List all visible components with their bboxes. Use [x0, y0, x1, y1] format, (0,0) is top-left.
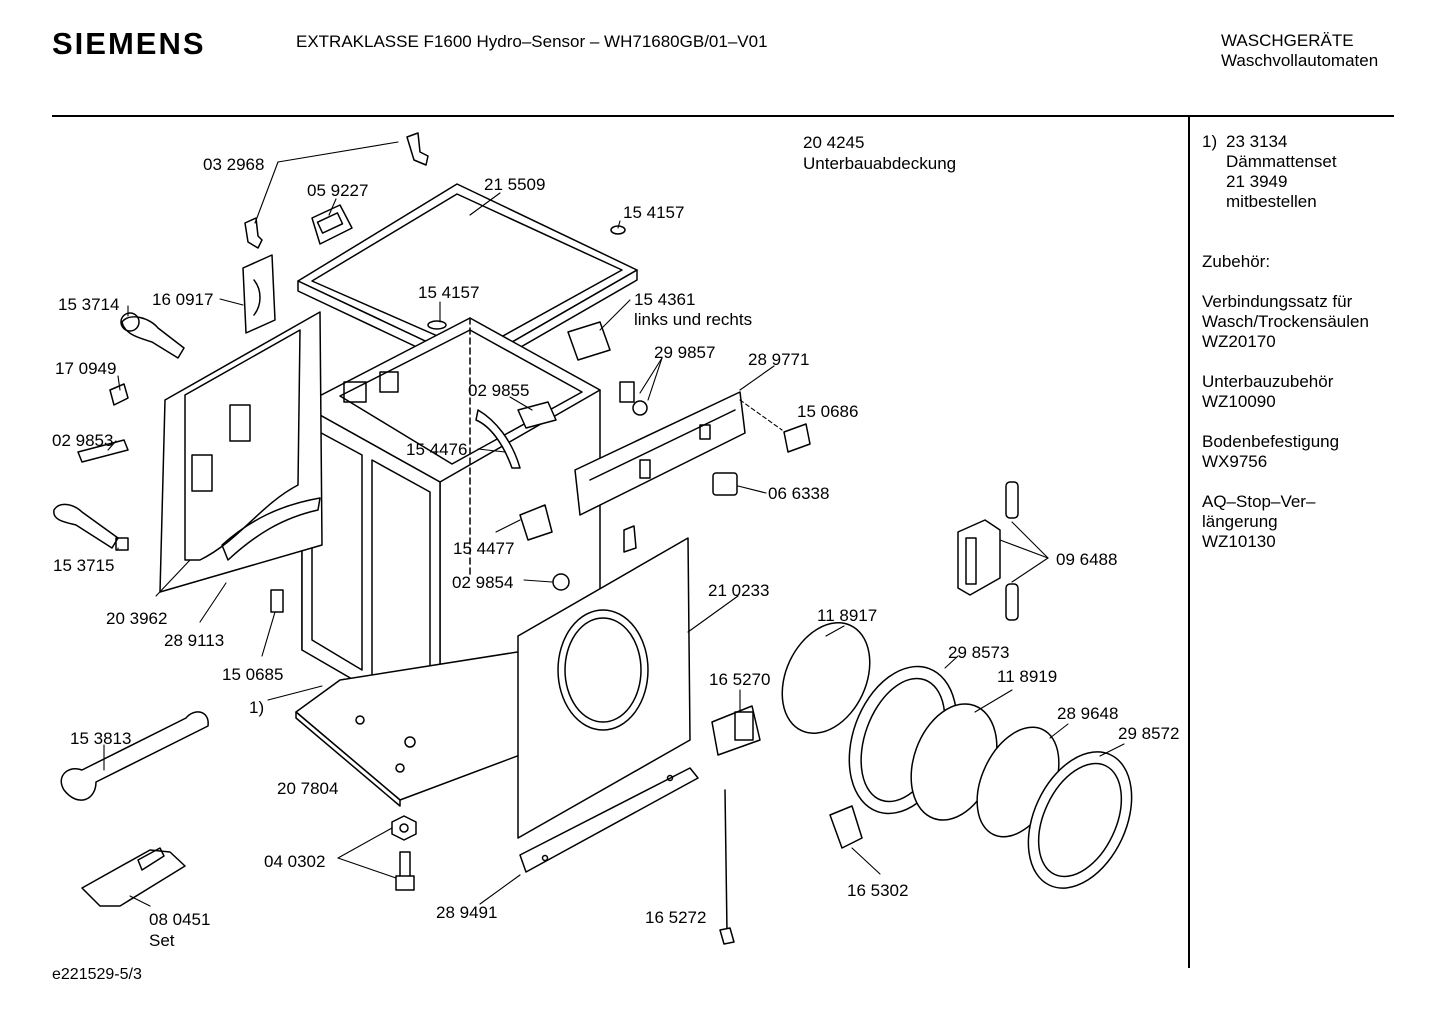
- part-label: 15 0686: [797, 402, 858, 421]
- category-subline: Waschvollautomaten: [1221, 51, 1379, 70]
- part-label: 03 2968: [203, 155, 264, 174]
- part-label: 02 9854: [452, 573, 513, 592]
- model-title: EXTRAKLASSE F1600 Hydro–Sensor – WH71680…: [296, 32, 768, 51]
- accessory-code: WZ20170: [1202, 332, 1276, 351]
- door-lock-drawing: [711, 705, 863, 945]
- part-label: 15 0685: [222, 665, 283, 684]
- part-label: 15 4361: [634, 290, 695, 309]
- part-label: 15 3715: [53, 556, 114, 575]
- leader-lines: [103, 141, 1125, 907]
- part-label: 02 9853: [52, 431, 113, 450]
- accessory-line: Wasch/Trockensäulen: [1202, 312, 1369, 331]
- accessory-line: Unterbauzubehör: [1202, 372, 1334, 391]
- accessory-code: WZ10090: [1202, 392, 1276, 411]
- cabinet-frame-drawing: [301, 317, 601, 731]
- accessory-line: längerung: [1202, 512, 1278, 531]
- base-plate-drawing: [295, 649, 561, 807]
- part-label: 08 0451: [149, 910, 210, 929]
- footnote-line: 21 3949: [1226, 172, 1288, 191]
- small-parts-drawing: [53, 132, 811, 613]
- footnote-line: 23 3134: [1226, 132, 1288, 151]
- accessory-line: AQ–Stop–Ver–: [1202, 492, 1316, 511]
- part-label: 15 4157: [623, 203, 684, 222]
- door-drawing: [781, 622, 1133, 889]
- part-label: 20 3962: [106, 609, 167, 628]
- part-label: 17 0949: [55, 359, 116, 378]
- part-label: 15 4157: [418, 283, 479, 302]
- part-label: 28 9648: [1057, 704, 1118, 723]
- accessory-code: WX9756: [1202, 452, 1268, 471]
- part-label: 21 0233: [708, 581, 769, 600]
- part-label: 16 5270: [709, 670, 770, 689]
- part-label: 15 3813: [70, 729, 131, 748]
- accessory-item: Unterbauzubehör WZ10090: [1202, 372, 1432, 412]
- part-label: 16 5302: [847, 881, 908, 900]
- footnote-line: mitbestellen: [1226, 192, 1317, 211]
- part-label: 29 9857: [654, 343, 715, 362]
- footnote-line: Dämmattenset: [1226, 152, 1337, 171]
- part-label-description: Unterbauabdeckung: [803, 154, 956, 173]
- front-panel-drawing: [517, 537, 691, 839]
- accessory-code: WZ10130: [1202, 532, 1276, 551]
- category-heading: WASCHGERÄTE Waschvollautomaten: [1221, 31, 1378, 71]
- part-label: 04 0302: [264, 852, 325, 871]
- part-label: 15 3714: [58, 295, 119, 314]
- tools-drawing: [60, 711, 417, 907]
- part-label: 29 8573: [948, 643, 1009, 662]
- part-label-description: Set: [149, 931, 175, 950]
- accessory-item: Bodenbefestigung WX9756: [1202, 432, 1432, 472]
- category-line: WASCHGERÄTE: [1221, 31, 1354, 50]
- part-label-description: links und rechts: [634, 310, 752, 329]
- part-label: 15 4477: [453, 539, 514, 558]
- part-label: 28 9113: [164, 631, 224, 650]
- footnote-text: 23 3134 Dämmattenset 21 3949 mitbestelle…: [1226, 132, 1337, 212]
- footnote: 1) 23 3134 Dämmattenset 21 3949 mitbeste…: [1202, 132, 1432, 212]
- sidebar-divider: [1188, 117, 1190, 968]
- footnote-reference: 1): [249, 698, 264, 717]
- part-label: 20 4245: [803, 133, 864, 152]
- header-divider: [52, 115, 1394, 117]
- hinge-and-pins-drawing: [957, 481, 1019, 621]
- side-notes: 1) 23 3134 Dämmattenset 21 3949 mitbeste…: [1202, 132, 1432, 552]
- accessory-item: Verbindungssatz für Wasch/Trockensäulen …: [1202, 292, 1432, 352]
- part-label: 09 6488: [1056, 550, 1117, 569]
- accessories-title: Zubehör:: [1202, 252, 1271, 271]
- part-label: 11 8917: [817, 606, 877, 625]
- part-label: 28 9491: [436, 903, 497, 922]
- part-label: 20 7804: [277, 779, 338, 798]
- part-label: 06 6338: [768, 484, 829, 503]
- part-label: 15 4476: [406, 440, 467, 459]
- control-bracket-drawing: [574, 391, 746, 516]
- accessory-line: Verbindungssatz für: [1202, 292, 1353, 311]
- brand-logo: SIEMENS: [52, 26, 206, 61]
- footnote-mark: 1): [1202, 132, 1218, 151]
- part-label: 16 5272: [645, 908, 706, 927]
- part-label: 05 9227: [307, 181, 368, 200]
- part-label: 11 8919: [997, 667, 1057, 686]
- exploded-parts-diagram: 03 2968 05 9227 21 5509 15 4157 15 4157 …: [52, 132, 1179, 950]
- accessory-item: AQ–Stop–Ver– längerung WZ10130: [1202, 492, 1432, 552]
- part-label: 21 5509: [484, 175, 545, 194]
- part-label: 28 9771: [748, 350, 809, 369]
- drawing-id: e221529-5/3: [52, 966, 142, 983]
- accessory-line: Bodenbefestigung: [1202, 432, 1340, 451]
- part-label: 16 0917: [152, 290, 213, 309]
- part-label: 02 9855: [468, 381, 529, 400]
- inner-brackets-drawing: [475, 321, 611, 591]
- toe-kick-drawing: [519, 767, 699, 873]
- part-labels: 03 2968 05 9227 21 5509 15 4157 15 4157 …: [52, 133, 1179, 950]
- part-label: 29 8572: [1118, 724, 1179, 743]
- side-panel-drawing: [159, 311, 323, 593]
